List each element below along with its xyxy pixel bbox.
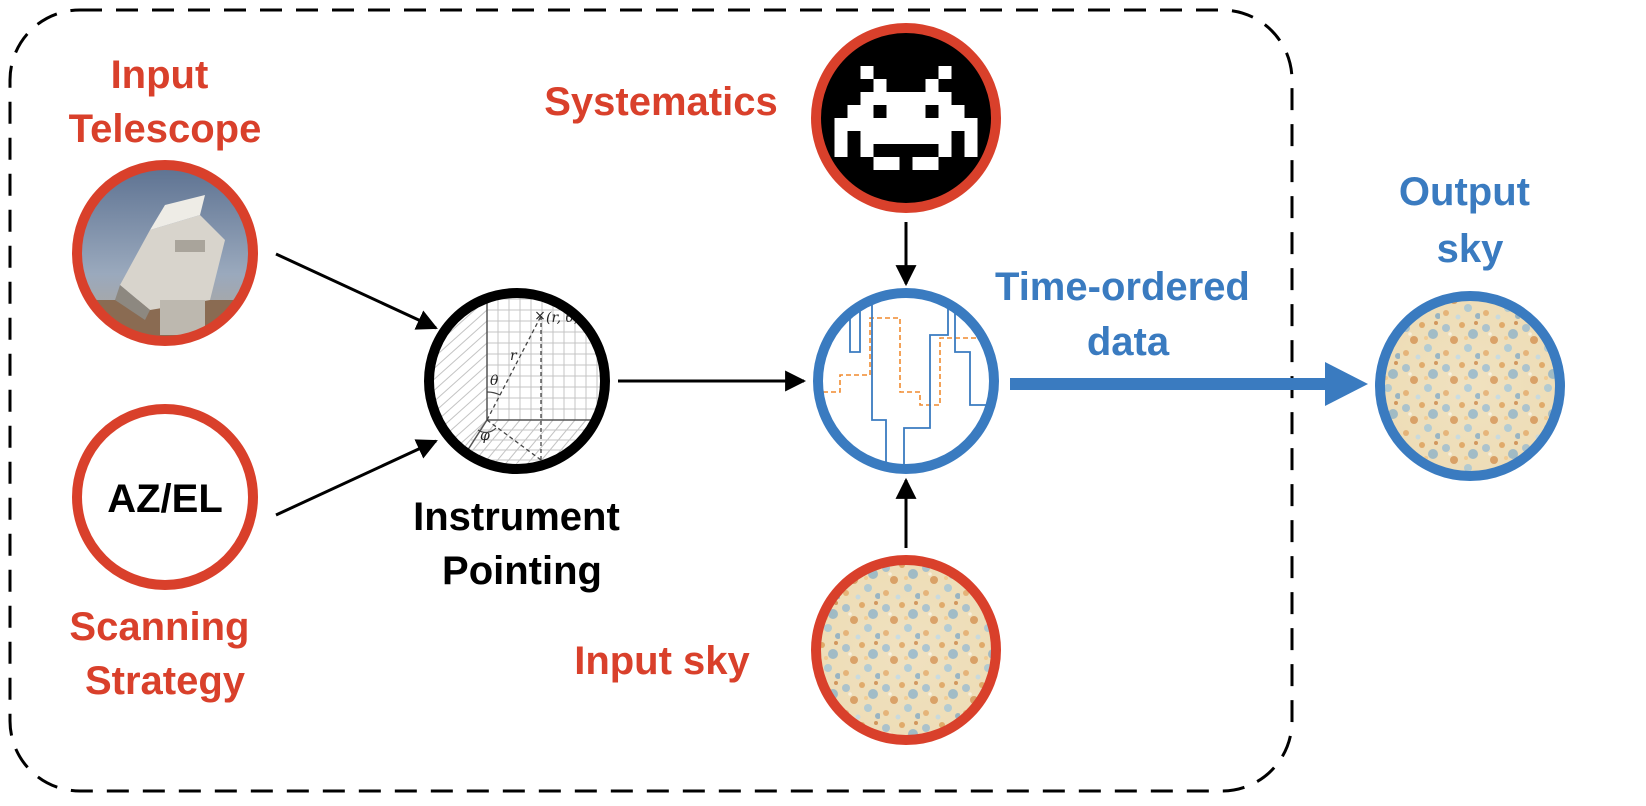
pipeline-boundary	[8, 8, 1294, 793]
systematics-node: Systematics	[544, 23, 1001, 213]
phi-label: φ	[480, 428, 490, 444]
arrow-tod-to-output	[1010, 362, 1368, 406]
tod-node: Time-ordered data	[813, 265, 1261, 474]
arrow-telescope-to-pointing	[275, 252, 438, 330]
instrument-pointing-label-line2: Pointing	[442, 549, 602, 593]
output-sky-label-line1: Output	[1399, 170, 1530, 214]
theta-label: θ	[490, 373, 499, 389]
output-sky-label: Output sky	[1399, 170, 1541, 271]
input-telescope-label-line1: Input	[111, 53, 209, 97]
cmb-sky-map-icon	[816, 560, 996, 740]
systematics-label: Systematics	[544, 80, 777, 124]
instrument-pointing-label-line1: Instrument	[413, 495, 620, 539]
telescope-photo-icon	[77, 165, 253, 341]
scanning-strategy-label-line2: Strategy	[85, 659, 246, 703]
scanning-strategy-label: Scanning Strategy	[69, 605, 260, 703]
azel-label: AZ/EL	[107, 477, 223, 521]
instrument-pointing-label: Instrument Pointing	[413, 495, 631, 593]
arrow-scanning-to-pointing	[275, 439, 438, 517]
instrument-pointing-node: × (r, θ, φ) r θ φ Instrument Pointing	[413, 288, 631, 593]
tod-label: Time-ordered data	[995, 265, 1261, 364]
output-sky-label-line2: sky	[1437, 227, 1504, 271]
scanning-circle	[72, 404, 258, 590]
input-telescope-label-line2: Telescope	[69, 107, 262, 151]
svg-text:×: ×	[534, 308, 546, 324]
scanning-strategy-label-line1: Scanning	[69, 605, 249, 649]
input-sky-label: Input sky	[574, 639, 750, 683]
input-sky-node: Input sky	[574, 555, 1001, 745]
spherical-coordinates-icon: × (r, θ, φ) r θ φ	[429, 293, 605, 469]
space-invader-icon	[834, 66, 978, 170]
tod-label-line1: Time-ordered	[995, 265, 1250, 309]
scanning-strategy-node: AZ/EL Scanning Strategy	[69, 404, 260, 703]
cmb-sky-map-icon	[1380, 296, 1560, 476]
output-sky-node: Output sky	[1375, 170, 1565, 481]
input-telescope-label: Input Telescope	[69, 53, 262, 151]
r-label: r	[510, 348, 518, 364]
tod-label-line2: data	[1087, 320, 1170, 364]
input-telescope-node: Input Telescope	[69, 53, 262, 346]
